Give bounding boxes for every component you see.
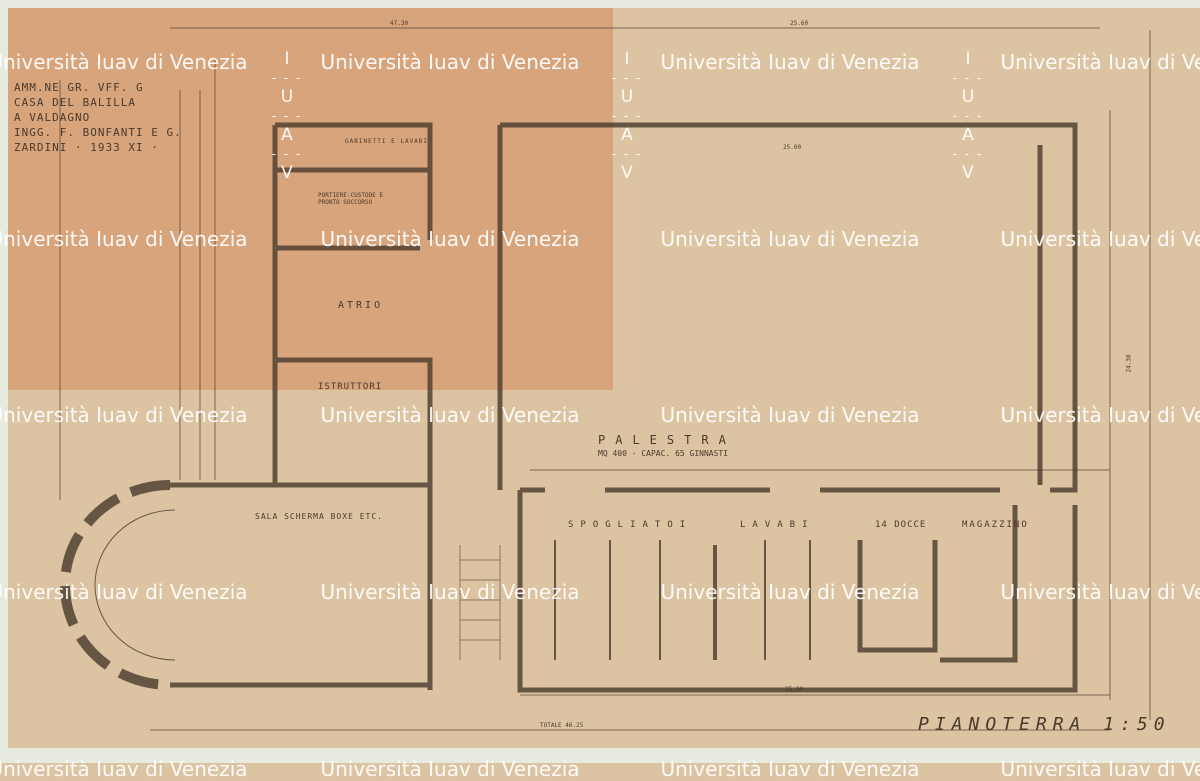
watermark-text: Università Iuav di Venezia — [0, 50, 248, 74]
watermark-divider: - - - — [271, 109, 303, 123]
room-label-portiere: PORTIERE-CUSTODE E PRONTO SOCCORSO — [318, 192, 384, 206]
watermark-divider: - - - — [611, 109, 643, 123]
watermark-letter: V — [281, 163, 293, 183]
title-line: INGG. F. BONFANTI E G. — [14, 126, 182, 139]
watermark-letter: I — [624, 49, 630, 69]
title-line: AMM.NE GR. VFF. G — [14, 81, 144, 94]
room-label-istruttori: ISTRUTTORI — [318, 382, 383, 392]
watermark-text: Università Iuav di Venezia — [320, 757, 580, 781]
watermark-text: Università Iuav di Venezia — [320, 227, 580, 251]
sheet-label: PIANOTERRA 1:50 — [918, 714, 1171, 735]
watermark-text: Università Iuav di Venezia — [320, 403, 580, 427]
watermark-letter: V — [621, 163, 633, 183]
title-line: CASA DEL BALILLA — [14, 96, 136, 109]
title-block: AMM.NE GR. VFF. G CASA DEL BALILLA A VAL… — [14, 80, 182, 155]
room-label-gabinetti: GABINETTI E LAVABI — [345, 138, 429, 145]
title-line: A VALDAGNO — [14, 111, 91, 124]
watermark-text: Università Iuav di Venezia — [660, 403, 920, 427]
room-label-spogliatoi: SPOGLIATOI — [568, 520, 693, 530]
watermark-divider: - - - — [952, 71, 984, 85]
watermark-text: Università Iuav di Venezia — [0, 757, 248, 781]
watermark-divider: - - - — [952, 147, 984, 161]
watermark-letter: U — [280, 87, 294, 107]
watermark-letter: V — [962, 163, 974, 183]
watermark-text: Università Iuav di Venezia — [660, 580, 920, 604]
watermark-text: Università Iuav di Venezia — [0, 227, 248, 251]
dimension-top-total: 47.30 — [390, 20, 409, 27]
watermark-text: Università Iuav di Venezia — [660, 757, 920, 781]
sheet-edge-left — [0, 0, 8, 763]
watermark-text: Università Iuav di Venezia — [1000, 227, 1200, 251]
watermark-text: Università Iuav di Venezia — [320, 580, 580, 604]
watermark-divider: - - - — [952, 109, 984, 123]
room-label-lavabi: LAVABI — [740, 520, 815, 530]
sheet-edge-top — [0, 0, 1200, 8]
watermark-divider: - - - — [611, 71, 643, 85]
watermark-text: Università Iuav di Venezia — [1000, 757, 1200, 781]
dimension-palestra: 25.00 — [783, 144, 802, 151]
sheet-edge-bottom — [0, 748, 1200, 763]
watermark-text: Università Iuav di Venezia — [0, 580, 248, 604]
watermark-text: Università Iuav di Venezia — [1000, 50, 1200, 74]
watermark-letter: A — [281, 125, 293, 145]
title-line: ZARDINI · 1933 XI · — [14, 141, 159, 154]
watermark-iuav-vertical: I - - - U - - - A - - - V — [607, 50, 647, 183]
watermark-divider: - - - — [271, 147, 303, 161]
darkened-paper-region — [8, 8, 613, 390]
watermark-letter: U — [620, 87, 634, 107]
room-label-scherma: SALA SCHERMA BOXE ETC. — [255, 512, 383, 521]
watermark-text: Università Iuav di Venezia — [660, 50, 920, 74]
room-label-palestra: PALESTRA — [598, 433, 736, 447]
watermark-text: Università Iuav di Venezia — [660, 227, 920, 251]
watermark-iuav-vertical: I - - - U - - - A - - - V — [267, 50, 307, 183]
floor-plan — [59, 27, 1151, 731]
room-label-docce: 14 DOCCE — [875, 520, 927, 530]
dimension-bottom-right: 25.60 — [785, 686, 804, 693]
drawing-sheet: AMM.NE GR. VFF. G CASA DEL BALILLA A VAL… — [0, 0, 1200, 763]
room-label-magazzino: MAGAZZINO — [962, 520, 1029, 530]
watermark-letter: I — [284, 49, 290, 69]
watermark-letter: I — [965, 49, 971, 69]
watermark-divider: - - - — [271, 71, 303, 85]
watermark-text: Università Iuav di Venezia — [1000, 580, 1200, 604]
dimension-bottom-total: TOTALE 46.25 — [540, 722, 584, 729]
dimension-top-right: 25.60 — [790, 20, 809, 27]
dimension-right-total: 24.30 — [1125, 354, 1133, 373]
watermark-divider: - - - — [611, 147, 643, 161]
watermark-letter: U — [961, 87, 975, 107]
watermark-letter: A — [962, 125, 974, 145]
watermark-text: Università Iuav di Venezia — [320, 50, 580, 74]
room-label-atrio: ATRIO — [338, 300, 384, 311]
watermark-iuav-vertical: I - - - U - - - A - - - V — [948, 50, 988, 183]
watermark-text: Università Iuav di Venezia — [1000, 403, 1200, 427]
watermark-letter: A — [621, 125, 633, 145]
palestra-note: MQ 400 · CAPAC. 65 GINNASTI — [598, 449, 729, 458]
watermark-text: Università Iuav di Venezia — [0, 403, 248, 427]
